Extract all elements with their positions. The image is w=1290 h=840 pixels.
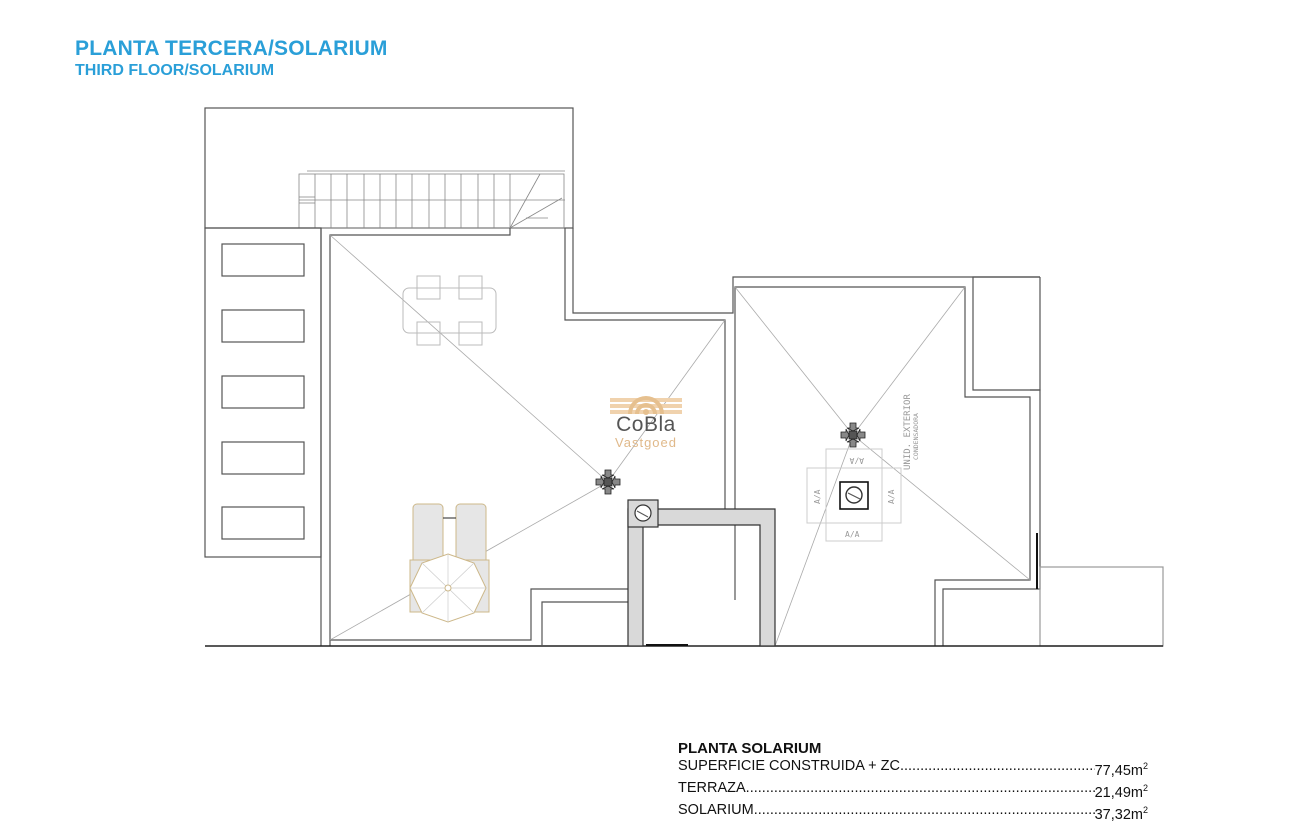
leader-dots <box>754 802 1095 824</box>
dining-table <box>402 275 497 346</box>
ac-unit-sublabel: CONDENSADORA <box>912 413 920 460</box>
leader-dots <box>746 780 1095 802</box>
watermark-logo: CoBla Vastgoed <box>606 413 686 450</box>
drain-icon <box>840 422 866 448</box>
row-value: 77,45m2 <box>1094 761 1148 779</box>
plan-subtitle: THIRD FLOOR/SOLARIUM <box>75 62 275 79</box>
summary-row-built-area: SUPERFICIE CONSTRUIDA + ZC 77,45m2 <box>678 758 1148 780</box>
aa-label-left: A/A <box>813 489 822 504</box>
terrace-side <box>1039 566 1164 647</box>
row-label: SOLARIUM <box>678 801 754 818</box>
row-value: 37,32m2 <box>1094 804 1148 823</box>
summary-row-solarium: SOLARIUM 37,32m2 <box>678 802 1148 824</box>
logo-mark-icon <box>610 396 682 415</box>
aa-label-bottom: A/A <box>845 530 860 539</box>
leader-dots <box>900 758 1095 780</box>
logo-sub: Vastgoed <box>615 435 677 450</box>
ac-condenser-icon <box>839 481 869 510</box>
umbrella <box>409 553 487 623</box>
logo-name: CoBla <box>616 413 676 436</box>
ac-unit <box>806 448 902 542</box>
stairwell-box <box>627 499 776 647</box>
row-label: SUPERFICIE CONSTRUIDA + ZC <box>678 758 900 774</box>
area-summary: PLANTA SOLARIUM SUPERFICIE CONSTRUIDA + … <box>678 740 1148 823</box>
aa-label-top: A/A <box>849 456 864 465</box>
row-value: 21,49m2 <box>1094 782 1148 801</box>
summary-row-terrace: TERRAZA 21,49m2 <box>678 780 1148 802</box>
ac-unit-label: UNID. EXTERIOR <box>903 394 913 470</box>
title-block: PLANTA TERCERA/SOLARIUM THIRD FLOOR/SOLA… <box>75 36 388 81</box>
drain-icon <box>595 469 621 495</box>
staircase <box>298 170 565 229</box>
aa-label-right: A/A <box>887 489 896 504</box>
row-label: TERRAZA <box>678 779 746 796</box>
summary-title: PLANTA SOLARIUM <box>678 740 822 757</box>
stair-block <box>204 107 574 229</box>
plan-title: PLANTA TERCERA/SOLARIUM <box>75 37 388 60</box>
terrace-outline <box>329 228 726 646</box>
